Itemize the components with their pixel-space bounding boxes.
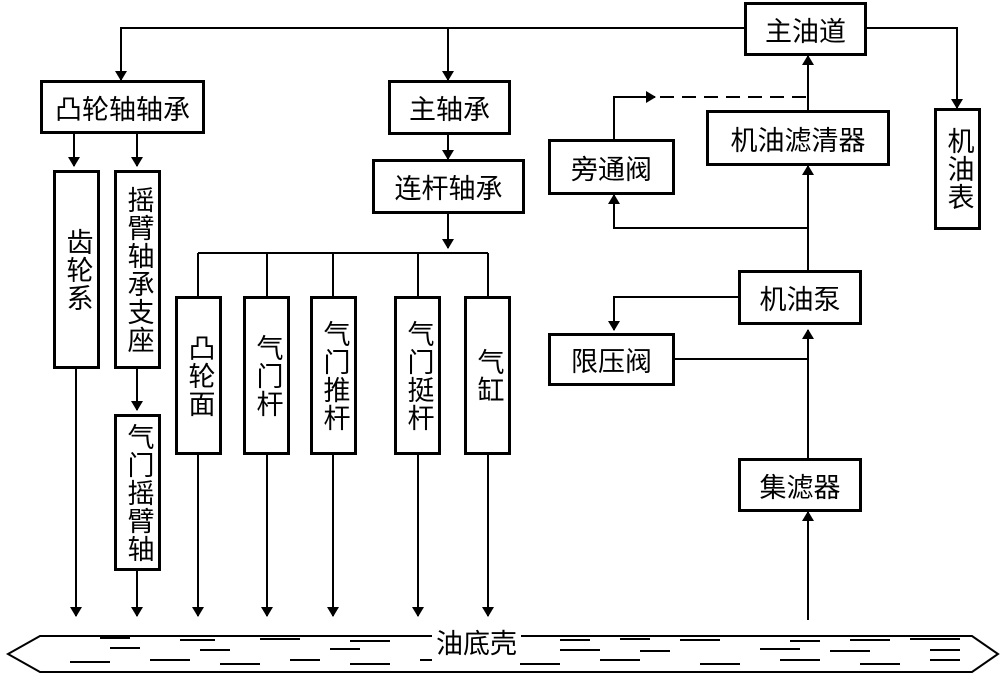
valve-rocker-box: 气门摇臂轴 [114, 414, 161, 571]
cam-bearing-box: 凸轮轴轴承 [40, 80, 205, 134]
pushrod-box: 气门推杆 [310, 296, 357, 455]
oil-filter-box: 机油滤清器 [706, 110, 890, 166]
line-to-oil-gauge [867, 27, 963, 109]
cylinder-box: 气缸 [464, 296, 511, 455]
oil-pump-box: 机油泵 [738, 270, 862, 325]
relief-valve-box: 限压阀 [548, 333, 675, 386]
valve-stem-box: 气门杆 [243, 296, 290, 455]
cam-face-box: 凸轮面 [175, 296, 222, 455]
main-bearing-box: 主轴承 [388, 80, 511, 135]
oil-gauge-box: 机油表 [934, 108, 981, 230]
oil-pan-label: 油底壳 [432, 622, 521, 661]
line-gallery-top [115, 27, 744, 81]
conrod-bearing-box: 连杆轴承 [372, 159, 525, 214]
tappet-box: 气门挺杆 [394, 296, 441, 455]
line-bypass-up [613, 91, 656, 139]
oil-pan-outline [5, 635, 1000, 673]
strainer-box: 集滤器 [738, 458, 862, 512]
rocker-support-box: 摇臂轴承支座 [114, 170, 161, 369]
bypass-valve-box: 旁通阀 [548, 139, 675, 195]
oil-surface-dashes [70, 637, 960, 673]
line-to-bypass [608, 194, 808, 229]
gear-train-box: 齿轮系 [53, 170, 100, 369]
main-gallery-box: 主油道 [744, 2, 867, 56]
line-pump-to-relief [608, 296, 738, 331]
